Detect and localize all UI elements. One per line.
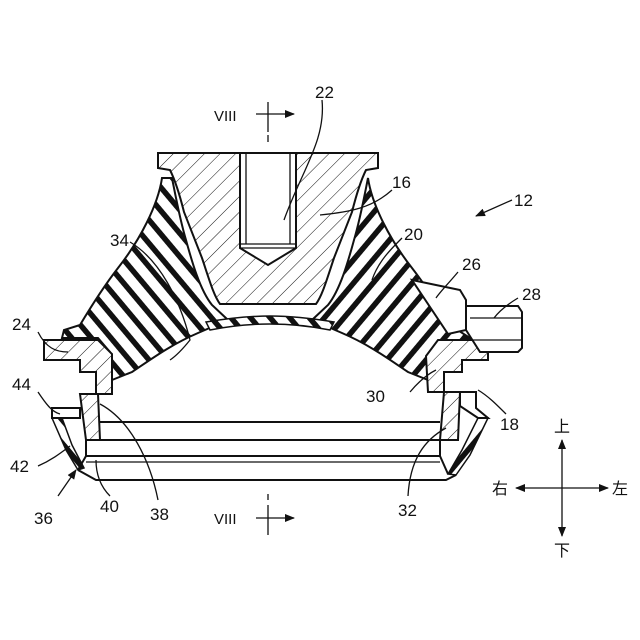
label-12: 12 — [514, 191, 533, 210]
label-26: 26 — [462, 255, 481, 274]
section-label-top: VIII — [214, 108, 237, 125]
label-34: 34 — [110, 231, 129, 250]
label-44: 44 — [12, 375, 31, 394]
section-line-bottom: VIII — [214, 494, 294, 535]
direction-indicator: 上 下 右 左 — [492, 417, 628, 560]
label-28: 28 — [522, 285, 541, 304]
label-38: 38 — [150, 505, 169, 524]
label-24: 24 — [12, 315, 31, 334]
section-label-bottom: VIII — [214, 511, 237, 528]
label-30: 30 — [366, 387, 385, 406]
direction-right-label: 右 — [492, 479, 508, 498]
direction-down-label: 下 — [554, 541, 570, 560]
label-40: 40 — [100, 497, 119, 516]
label-20: 20 — [404, 225, 423, 244]
label-18: 18 — [500, 415, 519, 434]
label-42: 42 — [10, 457, 29, 476]
label-22: 22 — [315, 83, 334, 102]
label-32: 32 — [398, 501, 417, 520]
section-line-top: VIII — [214, 102, 294, 142]
label-16: 16 — [392, 173, 411, 192]
label-36: 36 — [34, 509, 53, 528]
direction-up-label: 上 — [554, 417, 570, 436]
direction-left-label: 左 — [612, 479, 628, 498]
